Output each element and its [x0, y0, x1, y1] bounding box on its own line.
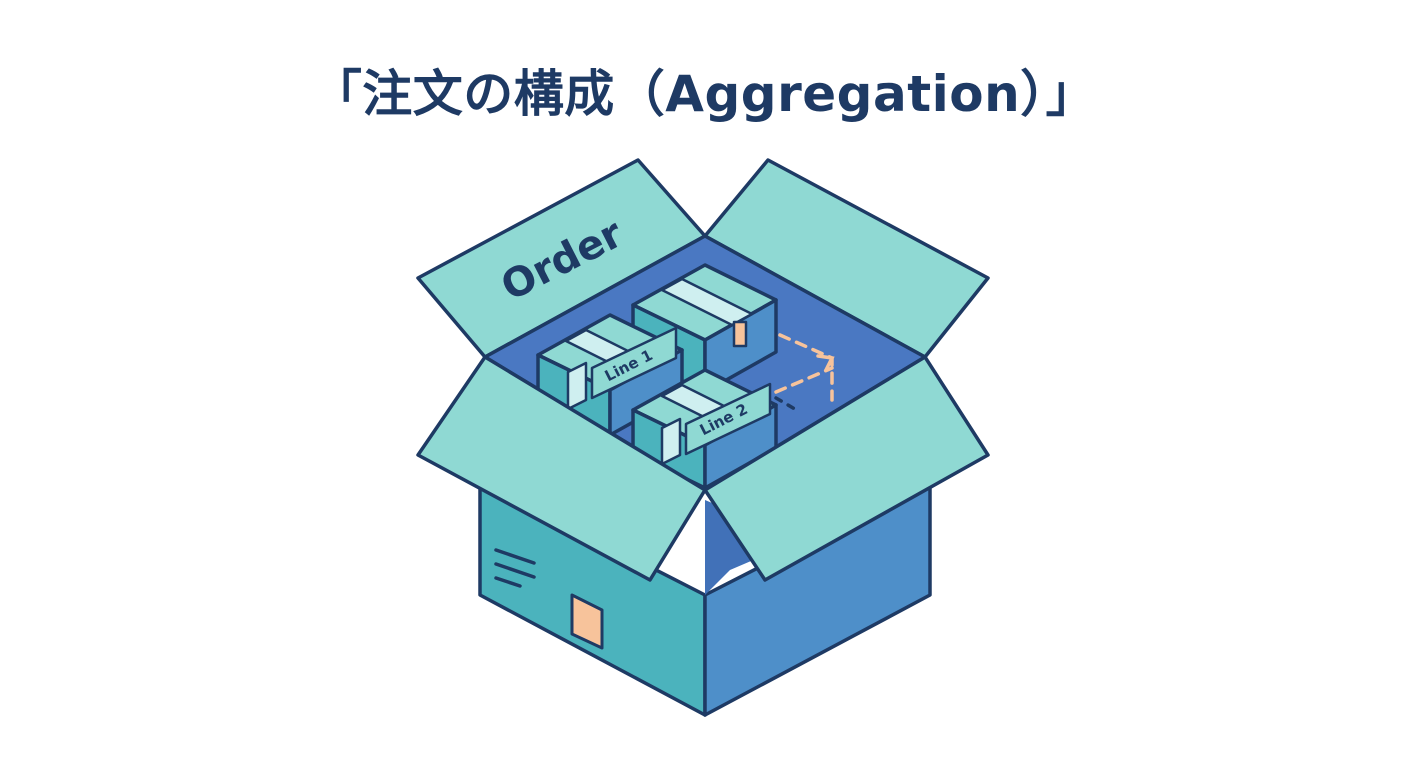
item-box-line-1 [536, 313, 684, 437]
shipping-label-tag [570, 593, 604, 650]
item-box-line-2 [631, 368, 778, 490]
relation-dots [774, 396, 802, 414]
side-text-line [494, 576, 522, 588]
item-box-back-tag [732, 320, 748, 348]
side-text-line [494, 562, 536, 579]
relation-arrow-head [816, 354, 835, 372]
page-title: 「注文の構成（Aggregation）」 [311, 65, 1097, 123]
front-left-flap [416, 355, 707, 582]
side-text-line [494, 548, 536, 565]
front-right-flap [703, 355, 990, 582]
relation-arrow [774, 366, 834, 394]
